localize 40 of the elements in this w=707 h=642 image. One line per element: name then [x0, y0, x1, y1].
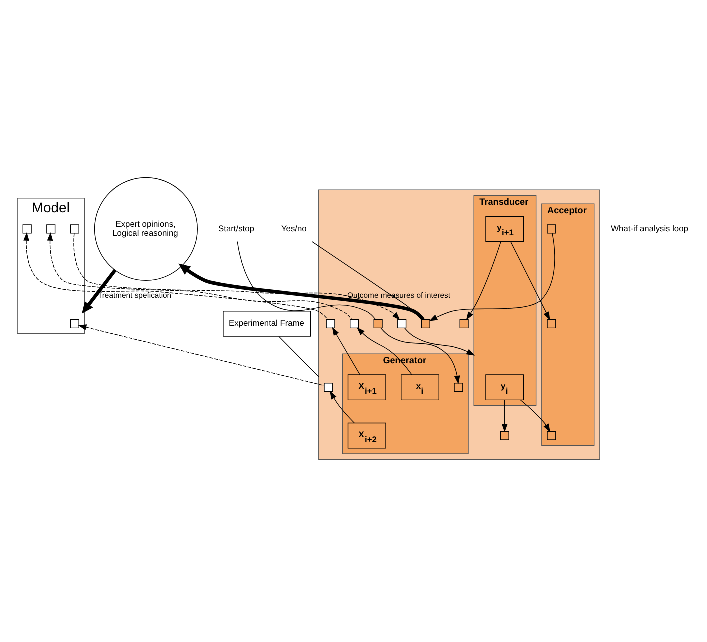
node-text: Yes/no [281, 222, 307, 233]
node-text: Start/stop [218, 222, 254, 233]
arrow [332, 326, 360, 375]
arrow [178, 263, 425, 320]
node-box [22, 224, 32, 234]
node-box [398, 318, 407, 328]
edge-label: Treatment spefication [98, 290, 172, 300]
node-circle: Expert opinions, Logical reasoning [94, 176, 198, 280]
arrow [78, 324, 325, 386]
arrow [520, 399, 551, 432]
node-box [421, 318, 430, 328]
arrow [429, 232, 556, 321]
label: What-if analysis loop [611, 222, 688, 233]
node-box [374, 318, 383, 328]
node-box [46, 224, 56, 234]
node-box [547, 318, 556, 328]
arrow [82, 269, 117, 314]
node-box [326, 318, 336, 328]
arrow [404, 327, 476, 356]
node-box: Experimental Frame [223, 310, 312, 336]
node-box [547, 430, 556, 440]
connector [278, 336, 320, 377]
connector [237, 241, 376, 320]
node-box [70, 224, 80, 234]
arrow [330, 390, 355, 423]
arrow [510, 241, 550, 320]
arrow [466, 241, 502, 320]
cluster [318, 189, 600, 460]
arrow [74, 232, 400, 320]
node-box [324, 382, 334, 392]
node-box [454, 382, 464, 392]
node-box [500, 430, 510, 440]
node-box [70, 318, 80, 328]
node-box [460, 318, 469, 328]
arrow [356, 326, 412, 375]
arrow [502, 400, 508, 432]
node-box [350, 318, 360, 328]
cluster: Model [17, 198, 86, 334]
arrow [380, 327, 460, 384]
node-box [547, 224, 556, 234]
